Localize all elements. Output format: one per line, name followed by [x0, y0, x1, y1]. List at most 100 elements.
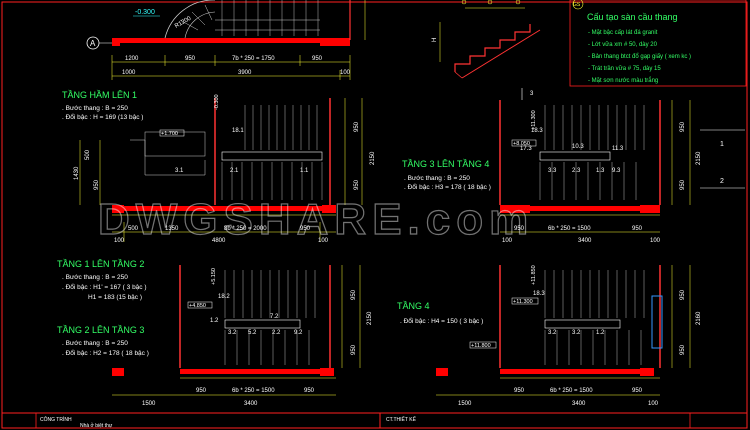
wall-bottom [120, 38, 320, 43]
dim-text: 8b * 250 = 2000 [224, 226, 267, 232]
legend-marker-label: GS [573, 2, 581, 8]
titleblock-label: CÔNG TRÌNH [40, 416, 72, 423]
dim-text: 950 [304, 388, 315, 394]
step-number: 3.2 [548, 330, 557, 336]
plan-floor3-to-4: TẦNG 3 LÊN TẦNG 4 . Bước thang : B = 250… [402, 88, 745, 244]
detail-marker [515, 0, 521, 5]
dim-text: 3900 [238, 70, 252, 76]
dim-text: 1500 [142, 401, 156, 407]
elev-label: -0.300 [214, 94, 220, 110]
dim-text: 950 [632, 226, 643, 232]
elev-label: +11.300 [531, 110, 537, 130]
step-number: 9.3 [612, 168, 621, 174]
curved-step [191, 11, 206, 26]
dim-text: 950 [680, 344, 686, 355]
step-number: 5.2 [248, 330, 257, 336]
dim-text: 950 [300, 226, 311, 232]
landing-rail [539, 151, 611, 161]
plan-floor1-to-3: TẦNG 1 LÊN TẦNG 2 . Bước thang : B = 250… [57, 259, 373, 407]
elev-label: +1.700 [161, 131, 178, 137]
dim-text: 950 [354, 121, 360, 132]
wall-bottom [124, 206, 322, 211]
step-number: 3.2 [572, 330, 581, 336]
step-number: 18.3 [531, 128, 543, 134]
step-number: 10.3 [572, 144, 584, 150]
plan-steps [544, 270, 645, 365]
dim-text: 100 [648, 401, 659, 407]
dim-text: 2150 [367, 311, 373, 325]
dim-text: 950 [680, 289, 686, 300]
plan-note: . Đổi bậc : H2 = 178 ( 18 bậc ) [62, 349, 149, 357]
wall-block [112, 368, 124, 376]
dim-text: 100 [340, 70, 351, 76]
section-slab-bottom [461, 29, 541, 79]
radius-label: R1200 [174, 15, 193, 29]
wall-block [500, 205, 530, 213]
plan-title: TẦNG 4 [397, 301, 430, 311]
plan-title: TẦNG HẦM LÊN 1 [62, 90, 137, 100]
dim-text: 1000 [122, 70, 136, 76]
dim-text: 100 [114, 238, 125, 244]
elev-label: +5.150 [211, 268, 217, 285]
step-number: 2.3 [572, 168, 581, 174]
elev-label: +4.850 [189, 303, 206, 309]
landing-rail [224, 319, 301, 329]
wall-block [640, 205, 660, 213]
watermark: DWGSHARE.com [98, 195, 534, 244]
dim-text: 2160 [696, 311, 702, 325]
dim-text: 950 [351, 344, 357, 355]
plan-note: . Đổi bậc : H3 = 178 ( 18 bậc ) [404, 183, 491, 191]
legend-item: - Mặt bậc cấp lát đá granit [588, 30, 658, 36]
wall-block [320, 38, 350, 46]
dim-text: 950 [632, 388, 643, 394]
legend-marker-circle [572, 0, 584, 10]
section-edge [454, 71, 463, 79]
legend-item: - Bản thang btct đổ gạp giấy ( xem kc ) [588, 53, 691, 60]
dim-text: 950 [196, 388, 207, 394]
detail-marker [461, 0, 467, 5]
dim-text: 6b * 250 = 1500 [548, 226, 591, 232]
dim-text: 1200 [125, 56, 139, 62]
plan-note: . Bước thang : B = 250 [62, 274, 128, 281]
wall-block [320, 368, 334, 376]
stair-section-detail: H [432, 0, 541, 79]
dim-text: 3400 [572, 401, 586, 407]
legend-block: GS Cấu tạo sàn cầu thang - Mặt bậc cấp l… [569, 0, 747, 87]
step-number: 18.1 [232, 128, 244, 134]
landing-rail [221, 151, 323, 161]
elev-box [469, 341, 497, 349]
axis-mark: 1 [720, 141, 724, 148]
elev-label: +11.850 [531, 265, 537, 285]
dim-text: 3400 [578, 238, 592, 244]
plan-marker: 3 [530, 91, 534, 97]
plan-title: TẦNG 2 LÊN TẦNG 3 [57, 325, 144, 335]
landing-rail [544, 319, 621, 329]
plan-basement-to-1: TẦNG HẦM LÊN 1 . Bước thang : B = 250 . … [62, 90, 376, 244]
wall-block [436, 368, 448, 376]
plan-steps [539, 105, 645, 200]
step-number: 1.1 [300, 168, 309, 174]
step-number: 17.3 [520, 146, 532, 152]
plan-note: . Bước thang : B = 250 [62, 105, 128, 112]
legend-title: Cấu tạo sàn cầu thang [587, 12, 678, 22]
top-plan: -0.300 R1200 A 1200 950 7b * 250 = 1750 … [86, 0, 366, 80]
window-opening [651, 295, 663, 349]
dim-text: 1350 [165, 226, 179, 232]
dim-text: 950 [354, 179, 360, 190]
titleblock-value: Nhà ở biệt thự [80, 422, 113, 429]
dim-text: 950 [351, 289, 357, 300]
plan-note: . Bước thang : B = 250 [404, 175, 470, 182]
wall-bottom [500, 369, 640, 374]
dim-text: 950 [185, 56, 196, 62]
plan-note: H1 = 183 (15 bậc ) [88, 294, 142, 301]
section-step-profile [454, 24, 531, 72]
elev-label: +8.050 [513, 141, 530, 147]
dim-text: 500 [85, 149, 91, 160]
dim-text: 950 [94, 179, 100, 190]
wall-bottom [180, 369, 320, 374]
plan-steps [221, 105, 323, 200]
dim-text: 2150 [696, 151, 702, 165]
curved-step [179, 19, 199, 31]
